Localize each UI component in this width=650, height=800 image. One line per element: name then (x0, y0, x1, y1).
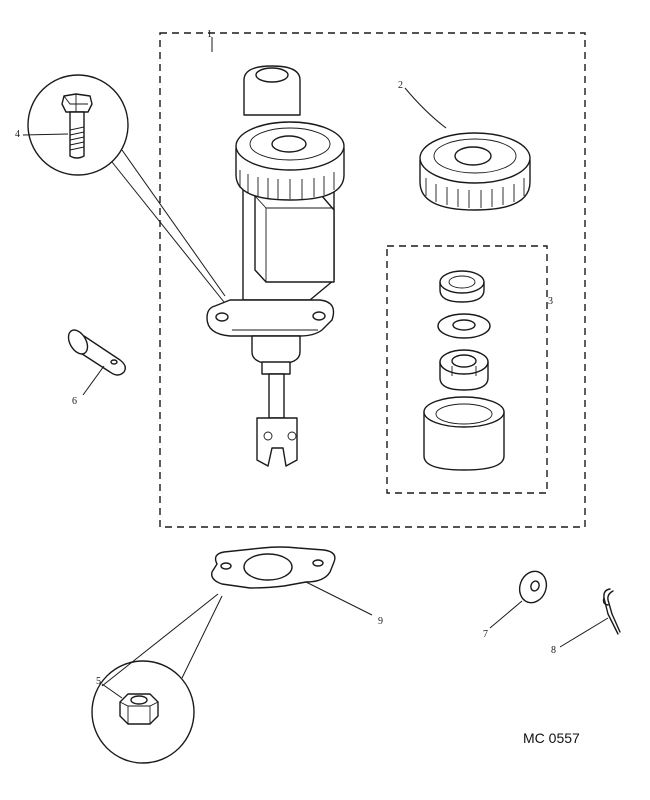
callout-7: 7 (483, 629, 488, 640)
assembly-1-boundary (159, 32, 586, 528)
seal-kit-boundary (386, 245, 548, 494)
seal-kit-icon (423, 270, 505, 471)
master-cylinder-icon (206, 65, 345, 467)
gasket-icon (211, 546, 336, 589)
bolt-magnifier (27, 74, 129, 176)
callout-9: 9 (378, 616, 383, 627)
clevis-pin-icon (67, 329, 127, 376)
callout-2: 2 (398, 80, 403, 91)
figure-reference: MC 0557 (523, 730, 580, 746)
callout-5: 5 (96, 676, 101, 687)
callout-1: 1 (207, 29, 212, 40)
washer-icon (518, 570, 548, 604)
reservoir-cap-icon (419, 132, 531, 211)
callout-4: 4 (15, 129, 20, 140)
callout-3: 3 (548, 296, 553, 307)
callout-8: 8 (551, 645, 556, 656)
callout-6: 6 (72, 396, 77, 407)
split-pin-icon (602, 588, 621, 635)
nut-magnifier (91, 660, 195, 764)
bolt-icon (61, 93, 93, 159)
nut-icon (119, 693, 159, 725)
